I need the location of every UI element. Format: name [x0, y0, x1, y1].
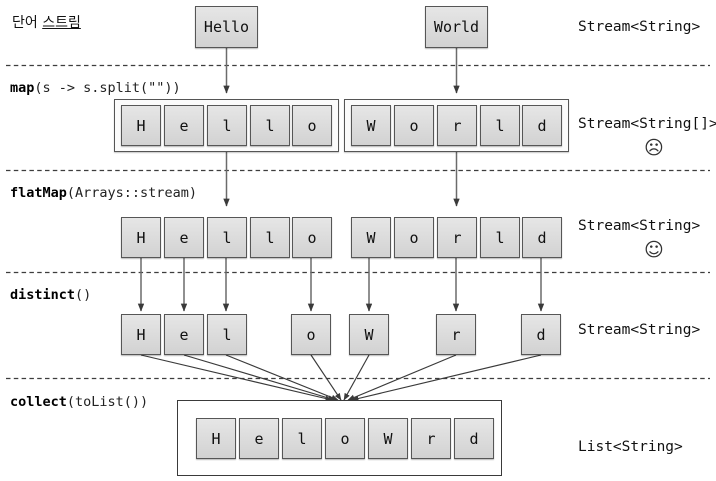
- flatmap-token: e: [164, 217, 204, 258]
- op-args-map: (s -> s.split("")): [34, 80, 181, 96]
- happy-face-icon: ☺: [644, 239, 664, 261]
- op-name-collect: collect: [10, 394, 67, 410]
- caption-underlined: 스트림: [42, 15, 81, 31]
- source-type-label: Stream<String>: [578, 19, 701, 35]
- op-label-map: map(s -> s.split("")): [10, 80, 181, 96]
- caption-prefix: 단어: [12, 15, 43, 31]
- flatmap-token: l: [207, 217, 247, 258]
- map-type-label: Stream<String[]>: [578, 116, 716, 132]
- word-stream-caption: 단어 스트림: [12, 12, 81, 32]
- flatmap-to-distinct-connectors: [137, 258, 545, 312]
- op-name-distinct: distinct: [10, 287, 76, 303]
- distinct-type-label: Stream<String>: [578, 322, 701, 338]
- collect-token: d: [454, 418, 494, 459]
- collect-type-label: List<String>: [578, 439, 683, 455]
- map-array-hello-cell: e: [164, 105, 204, 146]
- map-array-world-cell: o: [394, 105, 434, 146]
- distinct-token: d: [521, 314, 561, 355]
- source-token-world: World: [425, 6, 488, 48]
- op-label-flatmap: flatMap(Arrays::stream): [10, 185, 197, 201]
- collect-token: r: [411, 418, 451, 459]
- map-array-hello-cell: l: [207, 105, 247, 146]
- flatmap-token: r: [437, 217, 477, 258]
- collect-token: o: [325, 418, 365, 459]
- flatmap-token: l: [480, 217, 520, 258]
- map-array-hello-cell: o: [292, 105, 332, 146]
- flatmap-token: o: [394, 217, 434, 258]
- flatmap-token: d: [522, 217, 562, 258]
- op-args-collect: (toList()): [66, 394, 149, 410]
- flatmap-token: W: [351, 217, 391, 258]
- op-label-collect: collect(toList()): [10, 394, 148, 410]
- source-token-hello: Hello: [195, 6, 258, 48]
- distinct-to-collect-connectors: [140, 354, 542, 402]
- distinct-token: H: [121, 314, 161, 355]
- collect-token: W: [368, 418, 408, 459]
- collect-token: H: [196, 418, 236, 459]
- distinct-token: e: [164, 314, 204, 355]
- distinct-token: r: [436, 314, 476, 355]
- map-array-hello-cell: H: [121, 105, 161, 146]
- op-name-flatmap: flatMap: [10, 185, 67, 201]
- flatmap-type-label: Stream<String>: [578, 218, 701, 234]
- collect-token: e: [239, 418, 279, 459]
- map-array-world-cell: W: [351, 105, 391, 146]
- map-array-world-cell: l: [480, 105, 520, 146]
- sad-face-icon: ☹: [644, 137, 664, 159]
- op-args-flatmap: (Arrays::stream): [66, 185, 197, 201]
- flatmap-token: H: [121, 217, 161, 258]
- map-array-hello-cell: l: [250, 105, 290, 146]
- op-label-distinct: distinct(): [10, 287, 91, 303]
- distinct-token: o: [291, 314, 331, 355]
- flatmap-token: l: [250, 217, 290, 258]
- map-array-world-cell: r: [437, 105, 477, 146]
- distinct-token: W: [349, 314, 389, 355]
- map-to-flatmap-connectors: [223, 152, 460, 207]
- map-array-world-cell: d: [522, 105, 562, 146]
- distinct-token: l: [207, 314, 247, 355]
- flatmap-token: o: [292, 217, 332, 258]
- op-name-map: map: [10, 80, 35, 96]
- op-args-distinct: (): [75, 287, 92, 303]
- source-to-map-connectors: [223, 48, 460, 94]
- collect-token: l: [282, 418, 322, 459]
